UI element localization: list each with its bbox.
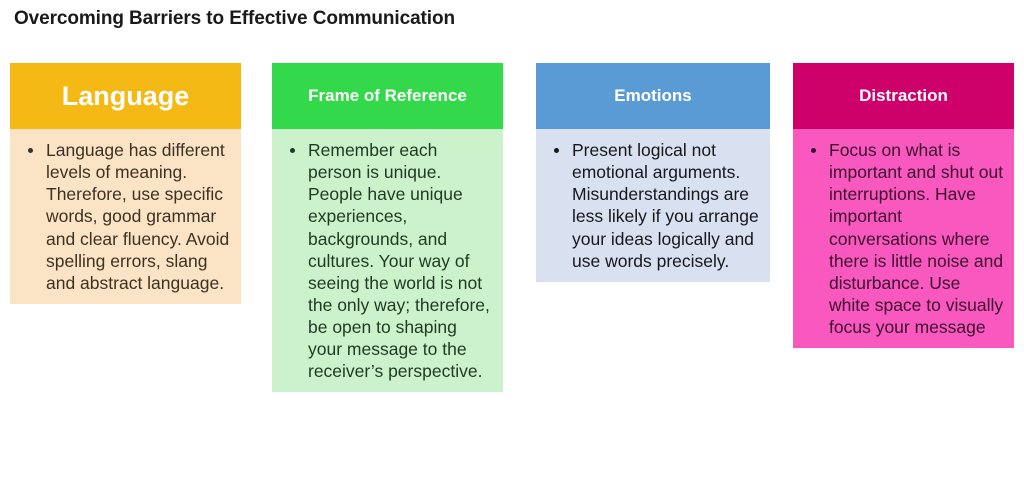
list-item: Focus on what is important and shut out … bbox=[807, 139, 1004, 338]
column-body-distraction: Focus on what is important and shut out … bbox=[793, 129, 1014, 349]
bullet-list-emotions: Present logical not emotional arguments.… bbox=[550, 139, 760, 272]
column-emotions: Emotions Present logical not emotional a… bbox=[536, 63, 770, 282]
column-header-distraction: Distraction bbox=[793, 63, 1014, 129]
column-header-language: Language bbox=[10, 63, 241, 129]
column-header-frame-of-reference: Frame of Reference bbox=[272, 63, 503, 129]
bullet-list-frame-of-reference: Remember each person is unique. People h… bbox=[286, 139, 493, 382]
column-body-emotions: Present logical not emotional arguments.… bbox=[536, 129, 770, 282]
page-title: Overcoming Barriers to Effective Communi… bbox=[14, 8, 455, 29]
list-item: Remember each person is unique. People h… bbox=[286, 139, 493, 382]
list-item: Language has different levels of meaning… bbox=[24, 139, 231, 294]
list-item: Present logical not emotional arguments.… bbox=[550, 139, 760, 272]
bullet-list-language: Language has different levels of meaning… bbox=[24, 139, 231, 294]
column-distraction: Distraction Focus on what is important a… bbox=[793, 63, 1014, 349]
column-header-emotions: Emotions bbox=[536, 63, 770, 129]
column-body-frame-of-reference: Remember each person is unique. People h… bbox=[272, 129, 503, 393]
bullet-list-distraction: Focus on what is important and shut out … bbox=[807, 139, 1004, 338]
column-body-language: Language has different levels of meaning… bbox=[10, 129, 241, 304]
column-language: Language Language has different levels o… bbox=[10, 63, 241, 304]
barrier-columns: Language Language has different levels o… bbox=[0, 63, 1024, 493]
column-frame-of-reference: Frame of Reference Remember each person … bbox=[272, 63, 503, 393]
